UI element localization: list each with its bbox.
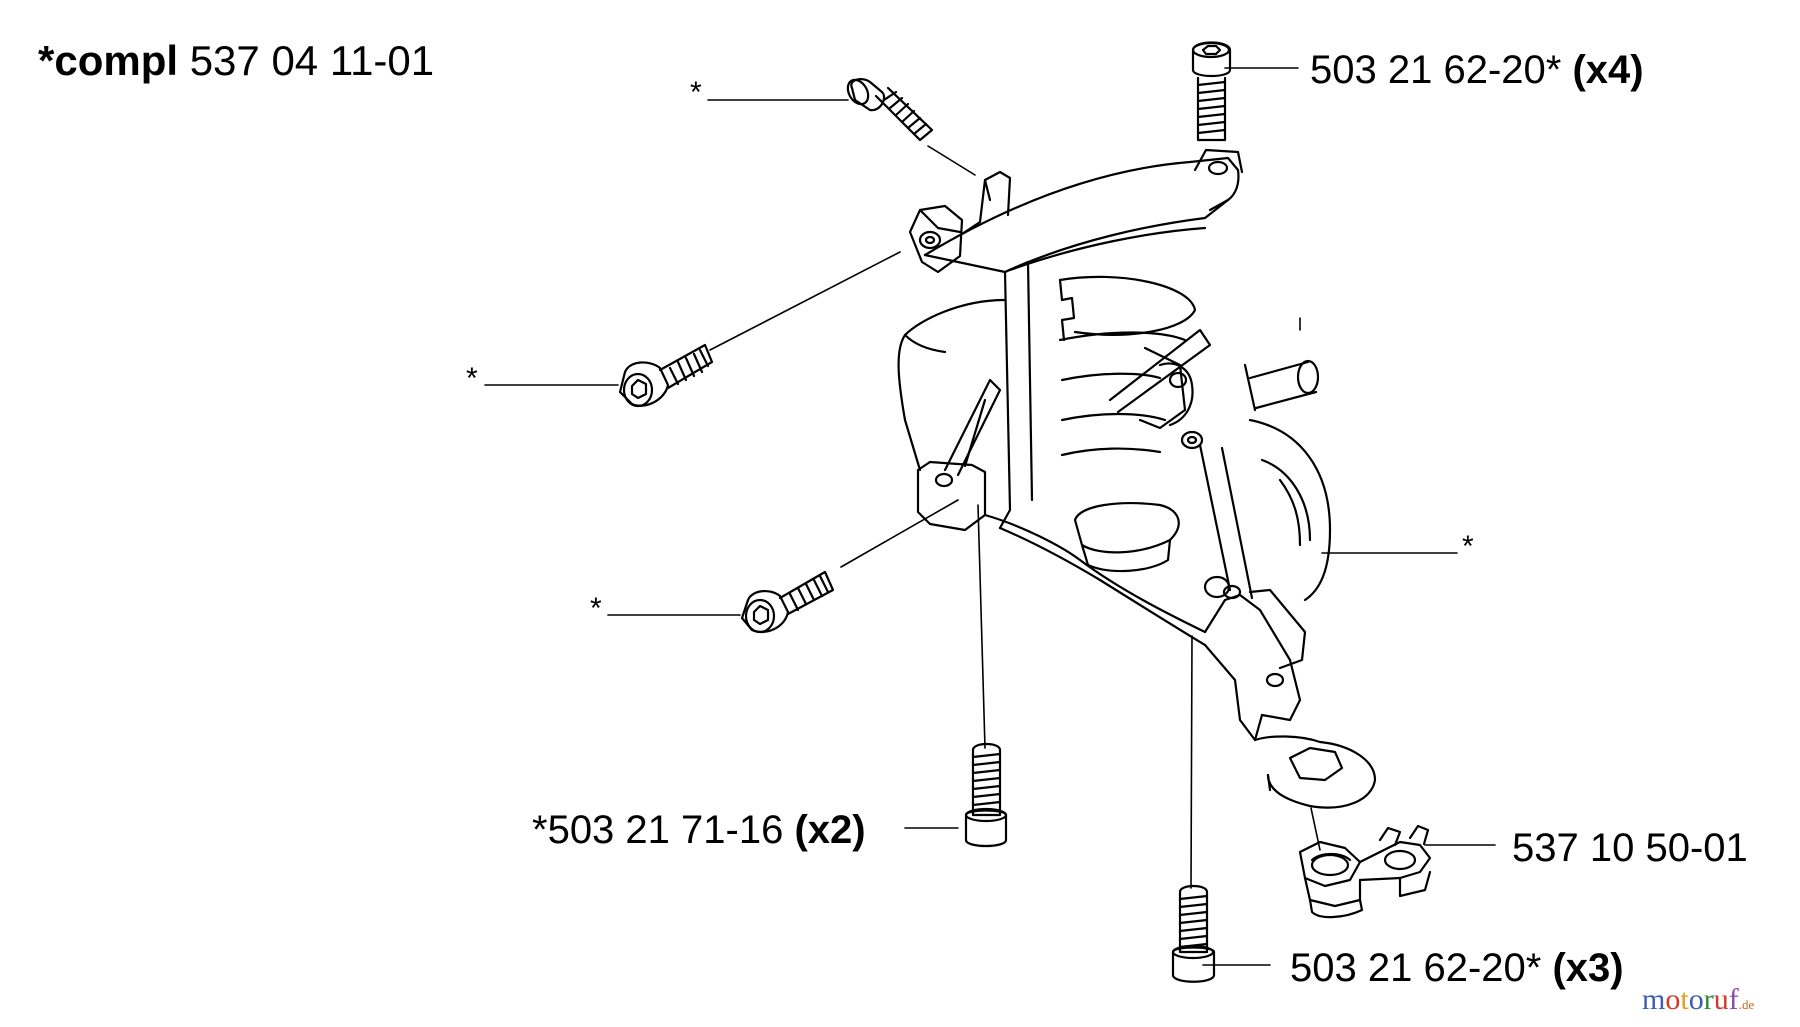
watermark-letter: f [1728,983,1739,1016]
asterisk-callout-1: * [690,76,702,109]
asterisk-callout-2: * [466,362,478,395]
label-screw-left-part: *503 21 71-16 [532,808,784,852]
label-screw-left-qty: (x2) [794,808,866,852]
label-nut[interactable]: 537 10 50-01 [1512,828,1748,868]
label-screw-left[interactable]: *503 21 71-16 (x2) [532,810,866,850]
label-screw-top[interactable]: 503 21 62-20* (x4) [1310,50,1644,90]
label-screw-bottom[interactable]: 503 21 62-20* (x3) [1290,948,1624,988]
assembly-title-prefix: *compl [38,37,179,84]
label-screw-bottom-part: 503 21 62-20* [1290,946,1542,990]
screw-top-icon [1191,41,1232,142]
label-screw-bottom-qty: (x3) [1552,946,1624,990]
label-screw-top-qty: (x4) [1572,48,1644,92]
housing-part [897,148,1377,809]
nut-icon [1298,824,1432,919]
screw-x2-icon [964,742,1008,848]
watermark-letter: m [1642,983,1666,1016]
screw-x3-icon [1171,884,1216,983]
watermark-letter: o [1688,983,1704,1016]
assembly-title: *compl 537 04 11-01 [38,40,434,82]
watermark-letter: r [1703,983,1714,1016]
screw-mid-left-icon [618,343,714,408]
watermark-logo: motoruf.de [1642,985,1754,1015]
asterisk-callout-4: * [1462,530,1474,563]
assembly-title-number: 537 04 11-01 [189,37,435,84]
watermark-tld: .de [1738,997,1755,1012]
watermark-letter: o [1665,983,1681,1016]
watermark-name: motoruf [1642,983,1739,1016]
label-nut-part: 537 10 50-01 [1512,826,1748,870]
watermark-letter: u [1713,983,1729,1016]
label-screw-top-part: 503 21 62-20* [1310,48,1562,92]
asterisk-callout-3: * [590,592,602,625]
screw-lower-left-icon [740,570,835,634]
watermark-letter: t [1680,983,1689,1016]
leader-lines [484,67,1496,966]
screw-upper-left-icon [846,78,934,142]
